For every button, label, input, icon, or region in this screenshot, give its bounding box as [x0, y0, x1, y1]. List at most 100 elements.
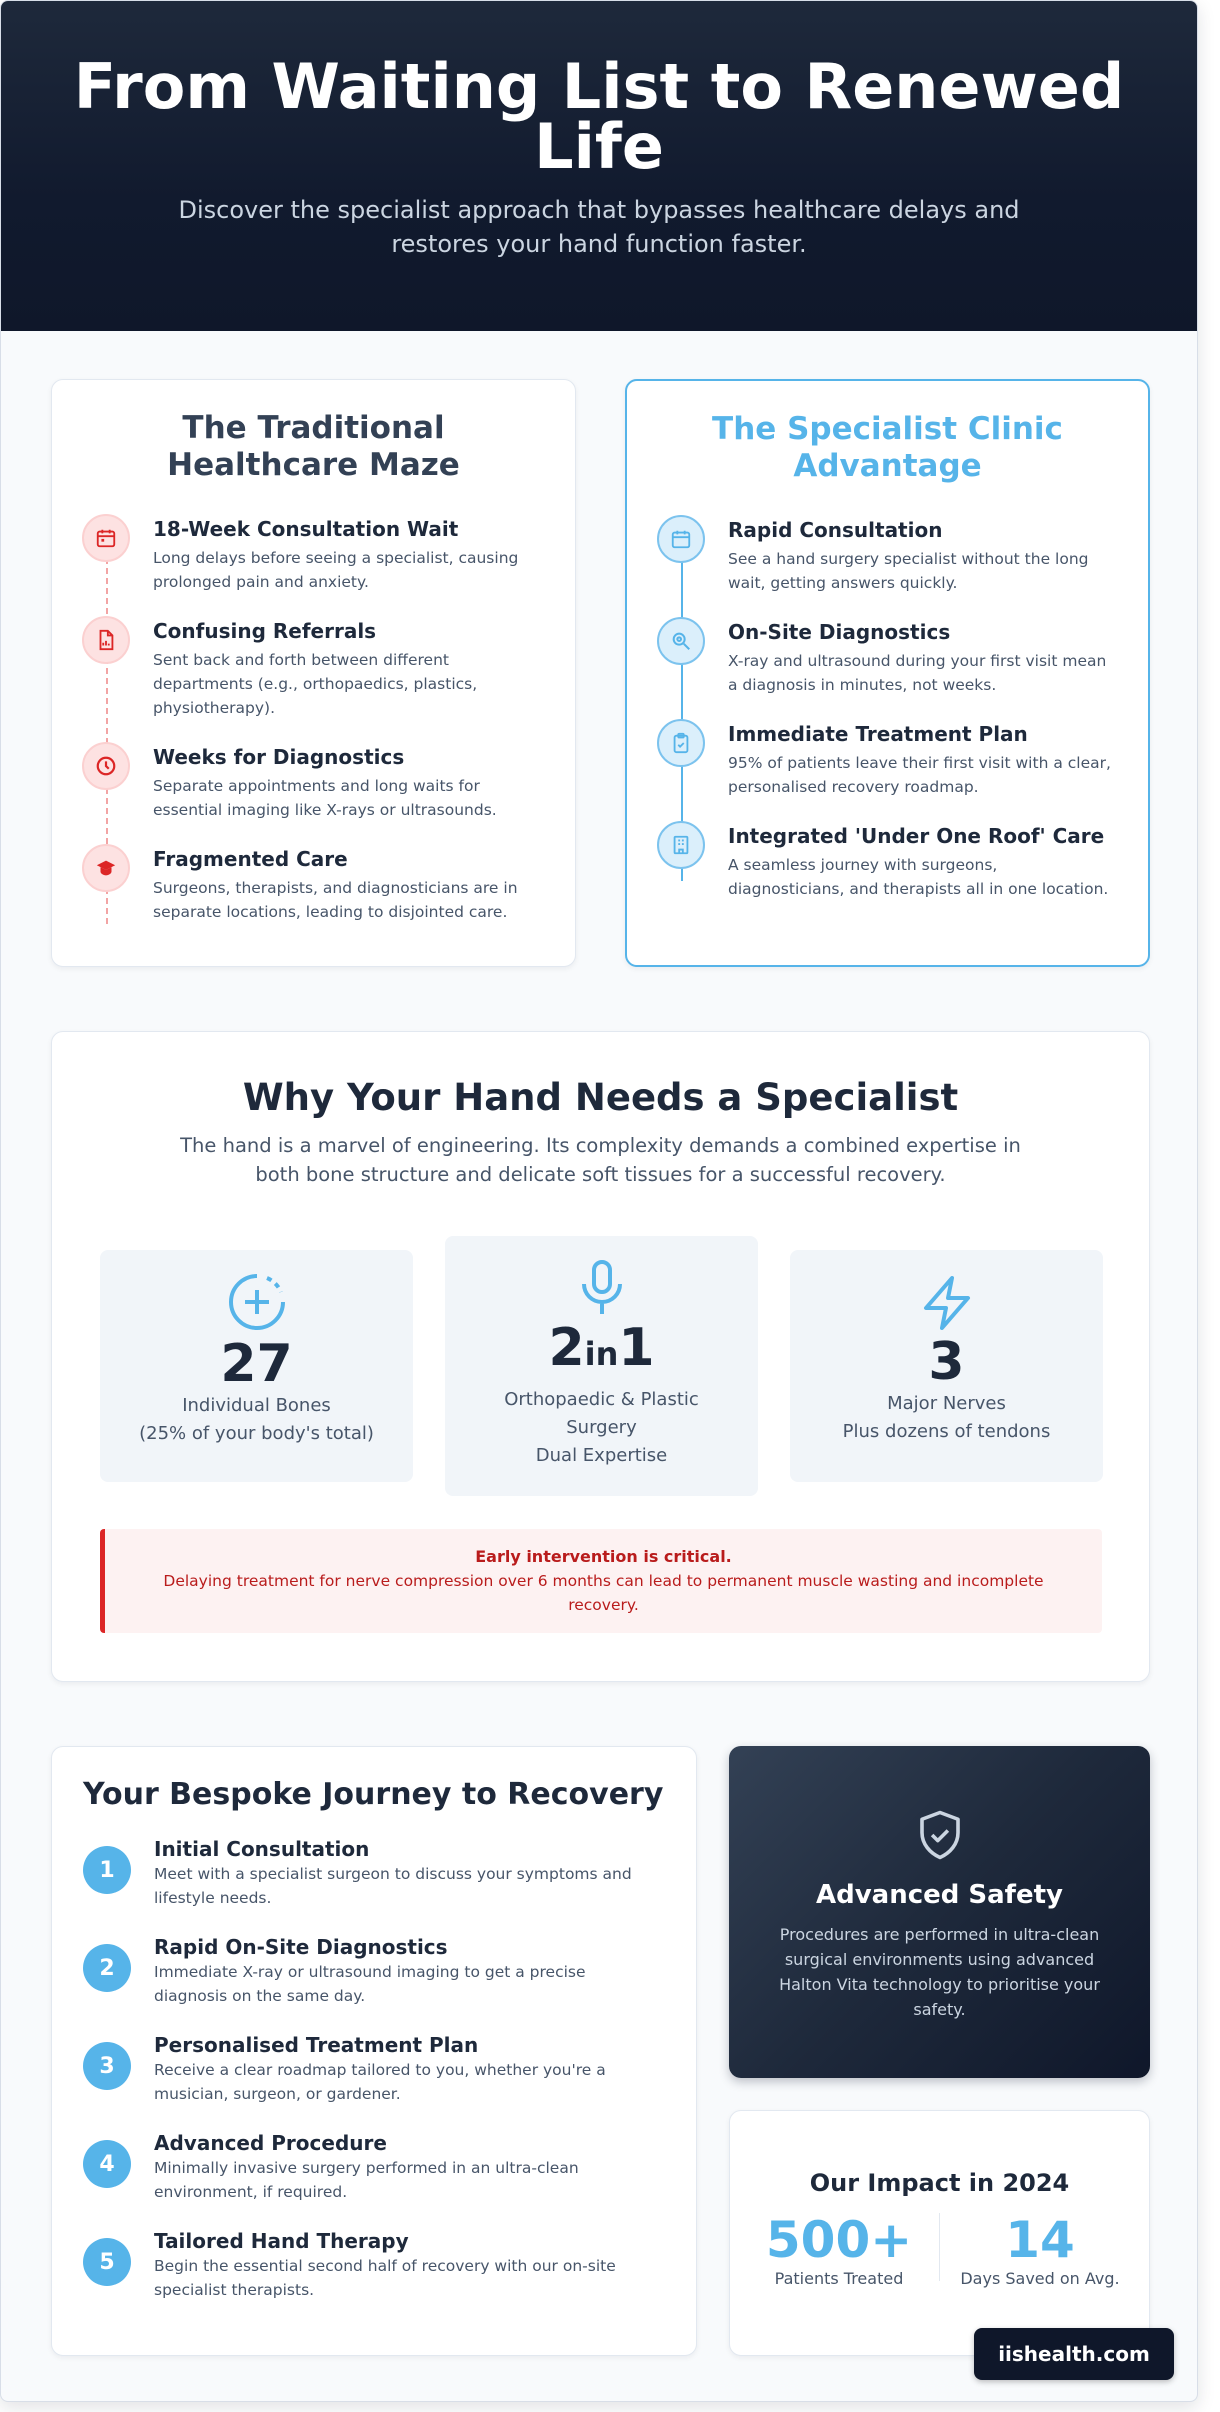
document-chart-icon [82, 616, 130, 664]
item-text: A seamless journey with surgeons, diagno… [728, 856, 1109, 898]
item-title: Immediate Treatment Plan [728, 722, 1028, 746]
traditional-item: Weeks for Diagnostics Separate appointme… [82, 742, 545, 822]
hero-subtitle: Discover the specialist approach that by… [178, 196, 1020, 258]
metric-value: 14 [1005, 2211, 1075, 2269]
lightning-icon [790, 1276, 1103, 1334]
stat-value-a: 2 [548, 1318, 585, 1378]
stat-label: Individual Bones [182, 1395, 331, 1416]
infographic-page: From Waiting List to Renewed Life Discov… [0, 0, 1198, 2402]
step-text: Meet with a specialist surgeon to discus… [154, 1865, 632, 1907]
traditional-card: The Traditional Healthcare Maze 18-Week … [51, 379, 576, 967]
step-title: Advanced Procedure [154, 2131, 387, 2155]
section-title: Why Your Hand Needs a Specialist [242, 1076, 959, 1119]
specialist-card: The Specialist Clinic Advantage Rapid Co… [625, 379, 1150, 967]
step-number: 5 [83, 2238, 131, 2286]
stat-card-expertise: 2in1 Orthopaedic & Plastic Surgery Dual … [445, 1236, 758, 1496]
item-title: Confusing Referrals [153, 619, 377, 643]
stat-value: 2in1 [445, 1320, 758, 1382]
item-title: 18-Week Consultation Wait [153, 517, 459, 541]
item-title: Weeks for Diagnostics [153, 745, 405, 769]
item-text: Separate appointments and long waits for… [153, 777, 497, 819]
user-doctor-icon [82, 844, 130, 892]
specialist-title: The Specialist Clinic Advantage [712, 411, 1063, 484]
traditional-item: Fragmented Care Surgeons, therapists, an… [82, 844, 545, 924]
impact-card: Our Impact in 2024 500+ Patients Treated… [729, 2110, 1150, 2356]
warning-callout: Early intervention is critical. Delaying… [100, 1529, 1102, 1633]
specialist-item: Integrated 'Under One Roof' Care A seaml… [657, 821, 1118, 901]
calendar-icon [657, 515, 705, 563]
safety-card: Advanced Safety Procedures are performed… [729, 1746, 1150, 2078]
building-icon [657, 821, 705, 869]
specialist-item: Rapid Consultation See a hand surgery sp… [657, 515, 1118, 595]
stat-label: Orthopaedic & Plastic Surgery [504, 1389, 699, 1438]
stat-sublabel: Plus dozens of tendons [842, 1421, 1051, 1442]
safety-title: Advanced Safety [815, 1880, 1064, 1910]
item-title: Fragmented Care [153, 847, 348, 871]
timeline-line [681, 539, 683, 881]
microphone-icon [445, 1260, 758, 1320]
timeline-line [106, 538, 108, 924]
stat-value: 3 [928, 1332, 965, 1392]
step-text: Begin the essential second half of recov… [154, 2257, 616, 2299]
specialist-item: On-Site Diagnostics X-ray and ultrasound… [657, 617, 1118, 697]
item-title: On-Site Diagnostics [728, 620, 951, 644]
journey-card: Your Bespoke Journey to Recovery 1 Initi… [51, 1746, 697, 2356]
step-title: Personalised Treatment Plan [154, 2033, 479, 2057]
step-text: Minimally invasive surgery performed in … [154, 2159, 579, 2201]
stat-value-b: 1 [618, 1318, 655, 1378]
stat-sublabel: Dual Expertise [535, 1445, 668, 1466]
item-title: Integrated 'Under One Roof' Care [728, 824, 1105, 848]
item-text: X-ray and ultrasound during your first v… [728, 652, 1107, 694]
metric-value: 500+ [765, 2211, 913, 2269]
metric-divider [939, 2213, 940, 2281]
step-number: 3 [83, 2042, 131, 2090]
step-number: 4 [83, 2140, 131, 2188]
step-number: 2 [83, 1944, 131, 1992]
item-text: 95% of patients leave their first visit … [728, 754, 1111, 796]
clipboard-check-icon [657, 719, 705, 767]
impact-title: Our Impact in 2024 [809, 2169, 1070, 2197]
bone-plus-icon [100, 1272, 413, 1336]
safety-text: Procedures are performed in ultra-clean … [779, 1925, 1100, 2019]
hero-banner: From Waiting List to Renewed Life Discov… [1, 1, 1197, 331]
step-title: Rapid On-Site Diagnostics [154, 1935, 448, 1959]
step-text: Immediate X-ray or ultrasound imaging to… [154, 1963, 586, 2005]
item-text: Sent back and forth between different de… [153, 651, 478, 717]
search-icon [657, 617, 705, 665]
item-text: Surgeons, therapists, and diagnosticians… [153, 879, 518, 921]
step-title: Tailored Hand Therapy [154, 2229, 409, 2253]
stat-card-nerves: 3 Major Nerves Plus dozens of tendons [790, 1250, 1103, 1482]
journey-title: Your Bespoke Journey to Recovery [83, 1777, 664, 1812]
metric-label: Patients Treated [774, 2269, 904, 2288]
traditional-item: Confusing Referrals Sent back and forth … [82, 616, 545, 720]
traditional-title: The Traditional Healthcare Maze [167, 410, 460, 483]
brand-badge[interactable]: iishealth.com [974, 2328, 1174, 2380]
impact-metric: 500+ Patients Treated [749, 2213, 929, 2288]
step-text: Receive a clear roadmap tailored to you,… [154, 2061, 606, 2103]
stat-label: Major Nerves [887, 1393, 1006, 1414]
traditional-item: 18-Week Consultation Wait Long delays be… [82, 514, 545, 594]
callout-text: Delaying treatment for nerve compression… [163, 1572, 1044, 1614]
step-number: 1 [83, 1846, 131, 1894]
page-title: From Waiting List to Renewed Life [73, 50, 1125, 183]
item-text: Long delays before seeing a specialist, … [153, 549, 519, 591]
callout-title: Early intervention is critical. [475, 1547, 732, 1566]
stat-card-bones: 27 Individual Bones (25% of your body's … [100, 1250, 413, 1482]
calendar-icon [82, 514, 130, 562]
specialist-item: Immediate Treatment Plan 95% of patients… [657, 719, 1118, 799]
step-title: Initial Consultation [154, 1837, 370, 1861]
item-title: Rapid Consultation [728, 518, 943, 542]
section-lead: The hand is a marvel of engineering. Its… [180, 1134, 1021, 1186]
stat-value: 27 [220, 1334, 293, 1394]
metric-label: Days Saved on Avg. [960, 2269, 1120, 2288]
shield-check-icon [729, 1808, 1150, 1866]
stat-sublabel: (25% of your body's total) [139, 1423, 374, 1444]
item-text: See a hand surgery specialist without th… [728, 550, 1089, 592]
specialist-timeline: Rapid Consultation See a hand surgery sp… [657, 515, 1118, 901]
clock-icon [82, 742, 130, 790]
